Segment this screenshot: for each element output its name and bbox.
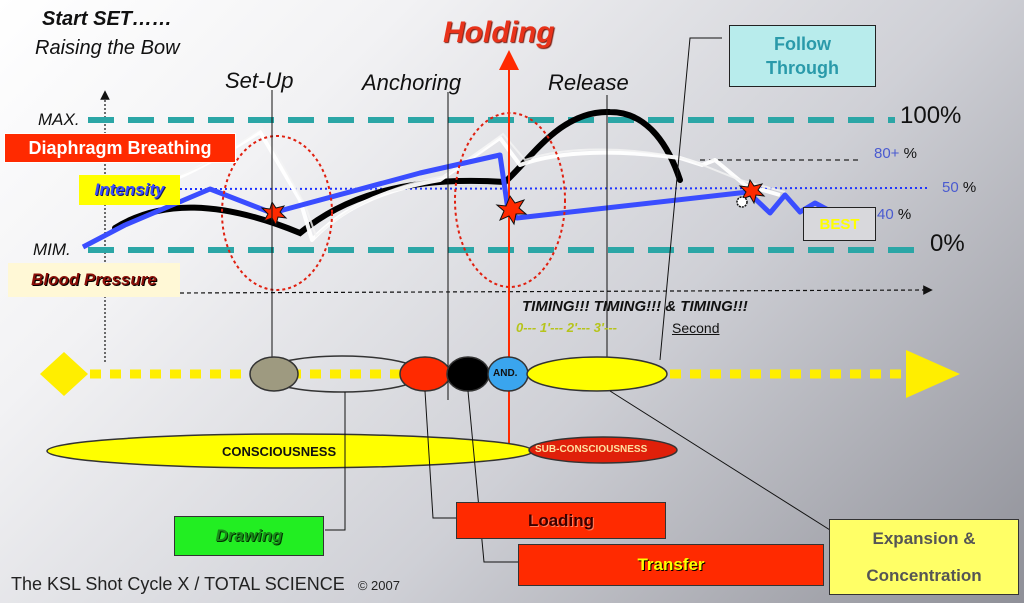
intensity-box: Intensity — [79, 175, 180, 205]
footer: The KSL Shot Cycle X / TOTAL SCIENCE © 2… — [11, 574, 400, 595]
diaphragm-box: Diaphragm Breathing — [4, 133, 236, 163]
pct-50-row: 50 % — [942, 179, 976, 196]
follow-through-box: Follow Through — [729, 25, 876, 87]
raising-bow-label: Raising the Bow — [35, 37, 180, 59]
drawing-leader — [325, 392, 346, 531]
pct-40-row: 40 % — [877, 206, 911, 223]
pct-40: 40 — [877, 206, 894, 223]
transfer-box: Transfer — [518, 544, 824, 586]
expansion-box: Expansion & Concentration — [829, 519, 1019, 595]
second-label: Second — [672, 320, 720, 336]
start-set-label: Start SET…… — [42, 8, 173, 30]
timeline-arrowhead — [906, 350, 960, 398]
anchoring-label: Anchoring — [362, 70, 462, 95]
max-label: MAX. — [38, 110, 80, 129]
black-curve — [112, 108, 683, 237]
footer-copyright: © 2007 — [357, 578, 400, 593]
setup-ellipse — [221, 135, 333, 291]
loading-box: Loading — [456, 502, 666, 539]
loading-leader — [424, 390, 456, 519]
footer-title: The KSL Shot Cycle X / TOTAL SCIENCE — [11, 574, 345, 594]
timeline-start-diamond — [40, 352, 88, 396]
burst-release — [738, 178, 766, 205]
follow-leader — [659, 37, 722, 361]
and-label: AND. — [493, 368, 518, 379]
burst-setup — [260, 200, 288, 227]
consciousness-label: CONSCIOUSNESS — [222, 444, 337, 459]
expansion-line-1: Expansion & — [872, 528, 976, 548]
small-gear — [736, 196, 748, 208]
pct-0: 0% — [930, 230, 965, 257]
best-box: BEST — [803, 207, 876, 241]
subconsciousness-ellipse — [528, 436, 678, 464]
timing-label: TIMING!!! TIMING!!! & TIMING!!! — [522, 298, 748, 315]
timing-scale: 0--- 1'--- 2'--- 3'--- — [516, 320, 617, 335]
transfer-leader — [467, 390, 518, 563]
drawing-box: Drawing — [174, 516, 324, 556]
setup-stage — [249, 356, 299, 392]
pct-80: 80+ — [874, 145, 900, 162]
pct-80-row: 80+ % — [874, 145, 917, 162]
pct-100: 100% — [900, 102, 962, 129]
min-label: MIM. — [33, 240, 71, 259]
burst-holding — [495, 194, 528, 226]
setup-label: Set-Up — [225, 68, 294, 93]
x-axis-arrow — [179, 285, 933, 295]
loading-stage — [399, 356, 451, 392]
subconsciousness-label: SUB-CONSCIOUSNESS — [535, 444, 648, 455]
pct-80-sign: % — [903, 145, 917, 162]
expansion-leader — [609, 390, 831, 531]
release-label: Release — [548, 70, 629, 95]
intensity-line — [179, 187, 931, 190]
expansion-stage — [526, 356, 668, 392]
holding-label: Holding — [443, 16, 555, 49]
white-curve — [159, 130, 781, 242]
expansion-line-2: Concentration — [866, 565, 982, 585]
pct-50-sign: % — [962, 179, 977, 196]
pct-40-sign: % — [897, 206, 912, 223]
pct-50: 50 — [942, 179, 959, 196]
transfer-stage — [446, 356, 490, 392]
blood-pressure-box: Blood Pressure — [8, 263, 180, 297]
